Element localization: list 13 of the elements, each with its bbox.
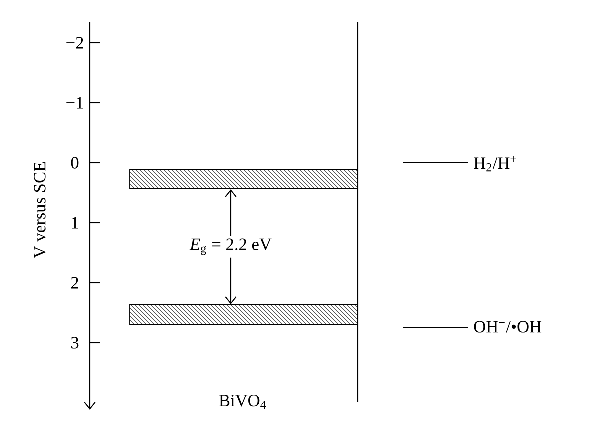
material-label: BiVO$_{4}$: [219, 395, 266, 409]
tick-label: 1: [72, 217, 78, 229]
tick-label: 3: [72, 337, 79, 349]
band-bar: [130, 304, 358, 326]
level-label: OH$^{−}$/•OH: [474, 321, 542, 333]
axis-title: V versus SCE: [34, 162, 46, 258]
tick-label: −1: [66, 97, 84, 109]
tick-label: −2: [66, 37, 84, 49]
tick-label: 0: [71, 157, 79, 169]
band-bar: [130, 170, 358, 190]
tick-label: 2: [71, 277, 78, 289]
edge-label: E$_{g}$ = 2.2 eV: [187, 236, 275, 258]
level-label: H$_{2}$/H$^{+}$: [474, 156, 516, 172]
